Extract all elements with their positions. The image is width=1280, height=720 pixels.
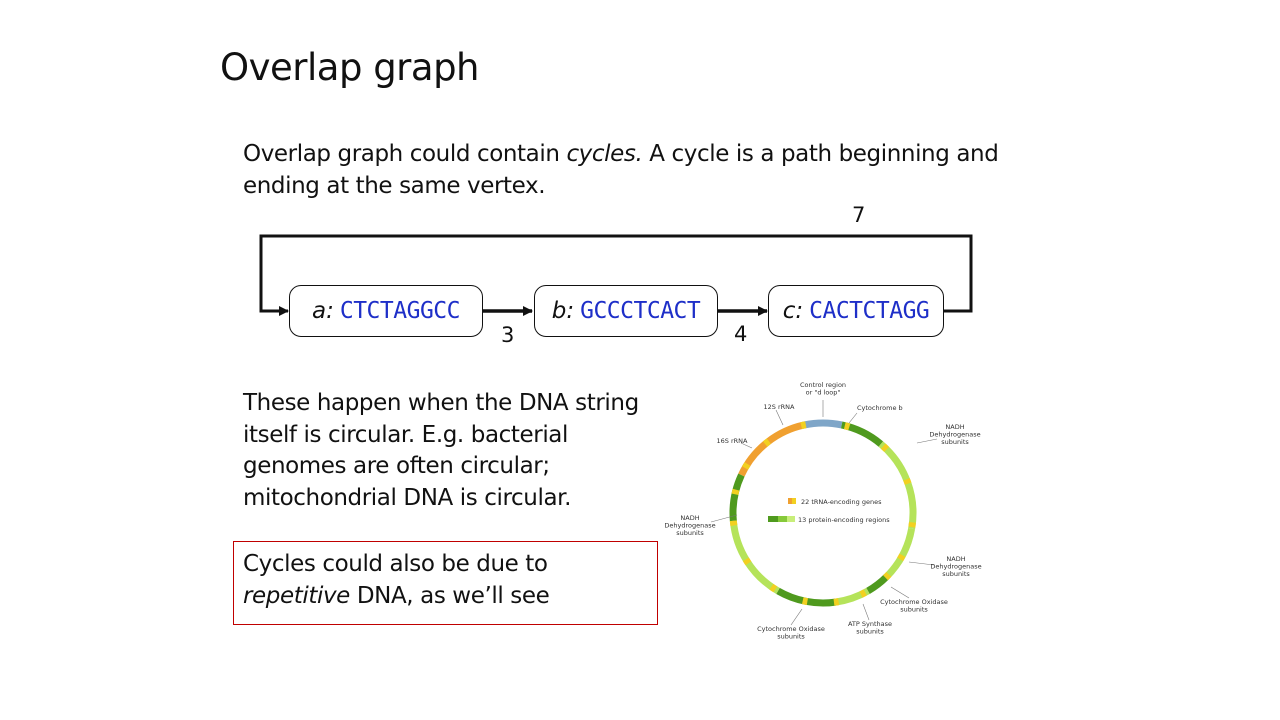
legend-protein-swatch-dark xyxy=(768,516,778,522)
intro-emphasis: cycles. xyxy=(566,141,643,167)
mito-ring xyxy=(729,419,917,607)
legend-trna-swatch-yellow xyxy=(792,498,796,504)
callout-text-before: Cycles could also be due to xyxy=(243,551,548,577)
edge-weight-3: 3 xyxy=(501,323,515,347)
legend-protein-swatch-mid xyxy=(778,516,787,522)
ring-trna-mark-8 xyxy=(801,597,808,606)
callout-text-after: DNA, as we’ll see xyxy=(349,582,550,609)
ring-trna-mark-0 xyxy=(843,422,851,431)
legend-trna-text: 22 tRNA-encoding genes xyxy=(801,498,882,506)
intro-text-after: A cycle is a path beginning and ending a… xyxy=(243,141,999,199)
edge-weight-4: 4 xyxy=(734,322,748,346)
mito-label-12s-rrna: 12S rRNA xyxy=(764,403,796,411)
node-a-sequence: CTCTAGGCC xyxy=(339,298,461,324)
graph-node-a: a: CTCTAGGCC xyxy=(289,285,483,337)
ring-trna-mark-14 xyxy=(762,438,771,447)
edge-weight-7: 7 xyxy=(852,203,866,227)
node-b-label: b: xyxy=(551,298,575,324)
circular-dna-paragraph: These happen when the DNA string itself … xyxy=(243,390,639,511)
edge-c-to-a xyxy=(259,234,973,316)
intro-text-before: Overlap graph could contain xyxy=(243,141,567,167)
ring-trna-mark-5 xyxy=(883,571,892,581)
legend-trna-swatch-orange xyxy=(788,498,792,504)
slide-title: Overlap graph xyxy=(220,46,480,89)
ring-trna-mark-7 xyxy=(833,598,840,606)
mito-legend: 22 tRNA-encoding genes 13 protein-encodi… xyxy=(768,498,890,524)
ring-cytb xyxy=(840,421,884,447)
callout-emphasis: repetitive xyxy=(243,582,350,609)
intro-paragraph: Overlap graph could contain cycles. A cy… xyxy=(243,139,1003,202)
ring-trna-mark-9 xyxy=(769,583,778,593)
node-a-label: a: xyxy=(312,298,334,324)
node-b-sequence: GCCCTCACT xyxy=(580,298,701,324)
ring-trna-mark-6 xyxy=(859,589,867,598)
ring-12s-rrna xyxy=(765,421,806,445)
ring-trna-mark-11 xyxy=(729,520,738,527)
ring-nadh-left-2 xyxy=(729,473,745,522)
callout-text: Cycles could also be due to repetitive D… xyxy=(243,549,653,612)
ring-nadh-left xyxy=(729,520,780,594)
ring-nadh-right xyxy=(884,527,916,580)
node-c-label: c: xyxy=(782,298,804,324)
ring-trna-mark-2 xyxy=(903,477,912,485)
ring-trna-mark-4 xyxy=(897,553,906,562)
mito-leader-lines xyxy=(710,400,938,626)
legend-protein-swatch-light xyxy=(787,516,795,522)
ring-trna-mark-15 xyxy=(800,421,807,430)
ring-control-region xyxy=(803,419,843,429)
node-c-sequence: CACTCTAGG xyxy=(809,298,930,324)
graph-node-c: c: CACTCTAGG xyxy=(768,285,944,337)
graph-node-b: b: GCCCTCACT xyxy=(534,285,718,337)
ring-16s-rrna xyxy=(738,439,770,477)
ring-trna-mark-13 xyxy=(742,462,751,470)
mito-label-cytochrome-b: Cytochrome b xyxy=(857,404,903,412)
legend-protein-text: 13 protein-encoding regions xyxy=(798,516,890,524)
ring-trna-mark-12 xyxy=(731,488,740,496)
repetitive-dna-callout: Cycles could also be due to repetitive D… xyxy=(233,541,658,625)
ring-trna-mark-3 xyxy=(908,522,916,528)
mito-label-16s-rrna: 16S rRNA xyxy=(717,437,749,445)
ring-trna-mark-1 xyxy=(880,443,890,452)
ring-cox-right xyxy=(866,574,890,594)
ring-trna-mark-10 xyxy=(742,557,752,566)
